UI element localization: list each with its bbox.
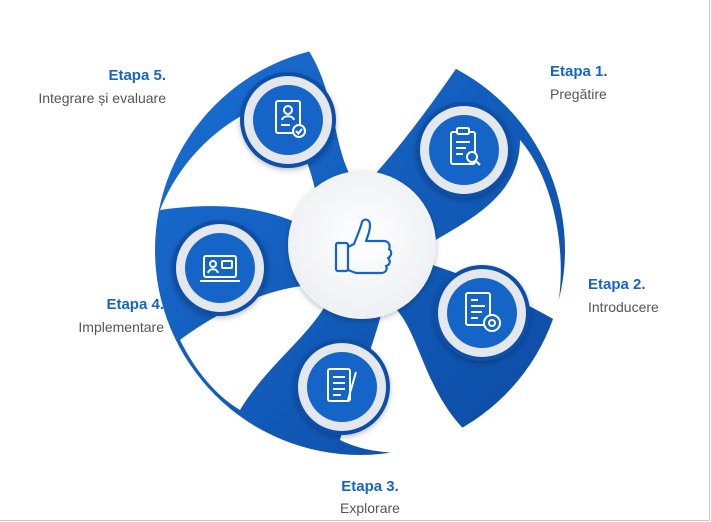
stage-2-icon-circle bbox=[434, 265, 530, 361]
stage-2-subtitle: Introducere bbox=[588, 299, 659, 315]
stage-4-title: Etapa 4. bbox=[106, 296, 164, 313]
stage-3-icon-circle bbox=[294, 339, 390, 435]
stage-1-label: Etapa 1. Pregătire bbox=[550, 63, 608, 103]
stage-1-subtitle: Pregătire bbox=[550, 86, 607, 102]
stage-4-icon-circle bbox=[172, 220, 268, 316]
stage-5-icon-circle bbox=[240, 72, 336, 168]
stage-3-label: Etapa 3. Explorare bbox=[310, 478, 430, 517]
center-circle bbox=[288, 171, 436, 319]
laptop-presentation-icon bbox=[200, 255, 240, 282]
document-pen-icon bbox=[327, 368, 357, 402]
stage-3-subtitle: Explorare bbox=[340, 500, 400, 516]
stage-1-icon-circle bbox=[416, 102, 512, 198]
stage-2-label: Etapa 2. Introducere bbox=[588, 276, 659, 316]
stage-5-title: Etapa 5. bbox=[108, 67, 166, 84]
thumbs-up-icon bbox=[334, 218, 393, 275]
stage-3-title: Etapa 3. bbox=[341, 478, 399, 495]
document-gear-icon bbox=[465, 292, 501, 332]
clipboard-search-icon bbox=[450, 127, 481, 166]
stage-4-label: Etapa 4. Implementare bbox=[30, 296, 164, 336]
stage-5-label: Etapa 5. Integrare și evaluare bbox=[6, 67, 166, 107]
certificate-check-icon bbox=[275, 100, 306, 138]
stage-4-subtitle: Implementare bbox=[78, 319, 164, 335]
stage-5-subtitle: Integrare și evaluare bbox=[38, 90, 166, 106]
stage-2-title: Etapa 2. bbox=[588, 276, 646, 293]
stage-1-title: Etapa 1. bbox=[550, 63, 608, 80]
